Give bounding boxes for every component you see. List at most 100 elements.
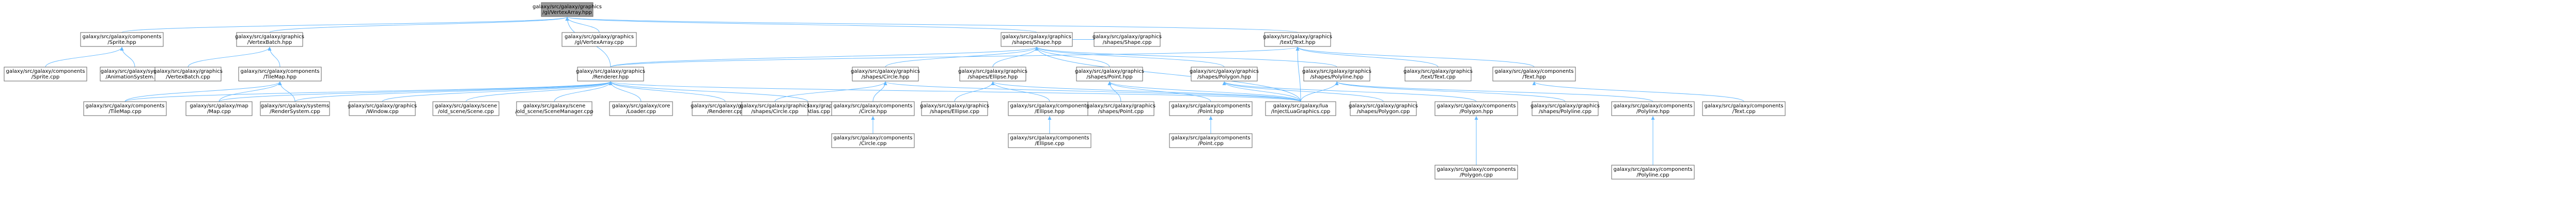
- graph-node-shape-hpp[interactable]: galaxy/src/galaxy/graphics/shapes/Shape.…: [1001, 32, 1073, 47]
- graph-node-comp-ellipse-hpp[interactable]: galaxy/src/galaxy/components/Ellipse.hpp: [1008, 101, 1091, 116]
- graph-node-map-cpp[interactable]: galaxy/src/galaxy/map/Map.cpp: [185, 101, 253, 116]
- edge-point-hpp-to-shape-hpp: [1035, 46, 1110, 68]
- graph-node-polygon-hpp[interactable]: galaxy/src/galaxy/graphics/shapes/Polygo…: [1190, 67, 1259, 82]
- graph-node-polyline-cpp-g[interactable]: galaxy/src/galaxy/graphics/shapes/Polyli…: [1531, 101, 1600, 116]
- node-box[interactable]: [1611, 101, 1695, 116]
- graph-node-renderer-hpp[interactable]: galaxy/src/galaxy/graphics/Renderer.hpp: [576, 67, 645, 82]
- node-box[interactable]: [1303, 67, 1370, 82]
- node-box[interactable]: [577, 67, 644, 82]
- node-box[interactable]: [1191, 67, 1258, 82]
- graph-node-circle-hpp[interactable]: galaxy/src/galaxy/graphics/shapes/Circle…: [851, 67, 920, 82]
- node-label-line: /Polygon.hpp: [1460, 109, 1493, 115]
- graph-node-text-hpp[interactable]: galaxy/src/galaxy/graphics/text/Text.hpp: [1263, 32, 1332, 47]
- edge-polyline-cpp-g-to-polyline-hpp: [1335, 81, 1566, 102]
- node-box[interactable]: [1350, 101, 1417, 116]
- graph-node-comp-circle-hpp[interactable]: galaxy/src/galaxy/components/Circle.hpp: [831, 101, 915, 116]
- node-box[interactable]: [236, 32, 303, 47]
- edge-tilemap-cpp-to-tilemap-hpp: [124, 81, 282, 102]
- graph-node-ellipse-hpp[interactable]: galaxy/src/galaxy/graphics/shapes/Ellips…: [958, 67, 1027, 82]
- node-box[interactable]: [432, 101, 499, 116]
- node-box[interactable]: [1169, 101, 1253, 116]
- node-box[interactable]: [831, 101, 915, 116]
- graph-node-comp-polygon-hpp[interactable]: galaxy/src/galaxy/components/Polygon.hpp: [1434, 101, 1518, 116]
- graph-node-window-cpp[interactable]: galaxy/src/galaxy/graphics/Window.cpp: [348, 101, 417, 116]
- node-label-line: /shapes/Ellipse.cpp: [930, 109, 979, 115]
- node-box[interactable]: [541, 2, 594, 17]
- node-box[interactable]: [349, 101, 416, 116]
- node-box[interactable]: [238, 67, 322, 82]
- graph-node-ellipse-cpp-g[interactable]: galaxy/src/galaxy/graphics/shapes/Ellips…: [920, 101, 989, 116]
- node-box[interactable]: [1611, 165, 1695, 180]
- graph-node-loader-cpp[interactable]: galaxy/src/galaxy/core/Loader.cpp: [609, 101, 673, 116]
- graph-node-comp-point-hpp[interactable]: galaxy/src/galaxy/components/Point.hpp: [1169, 101, 1253, 116]
- node-label-line: /old_scene/Scene.cpp: [438, 109, 494, 115]
- node-box[interactable]: [852, 67, 919, 82]
- node-label-line: /Renderer.cpp: [707, 109, 743, 115]
- node-box[interactable]: [185, 101, 253, 116]
- node-label-line: /Sprite.hpp: [107, 40, 136, 45]
- node-box[interactable]: [1404, 67, 1472, 82]
- node-box[interactable]: [1169, 133, 1253, 148]
- node-box[interactable]: [516, 101, 592, 116]
- graph-node-shape-cpp[interactable]: galaxy/src/galaxy/graphics/shapes/Shape.…: [1092, 32, 1162, 47]
- node-box[interactable]: [1094, 32, 1161, 47]
- graph-node-comp-circle-cpp[interactable]: galaxy/src/galaxy/components/Circle.cpp: [831, 133, 915, 148]
- node-box[interactable]: [1001, 32, 1073, 47]
- graph-node-circle-cpp-g[interactable]: galaxy/src/galaxy/graphics/shapes/Circle…: [740, 101, 809, 116]
- node-box[interactable]: [561, 32, 637, 47]
- graph-node-luagraphics-cpp[interactable]: galaxy/src/galaxy/lua/InjectLuaGraphics.…: [1265, 101, 1336, 116]
- node-box[interactable]: [959, 67, 1026, 82]
- graph-node-comp-polyline-cpp[interactable]: galaxy/src/galaxy/components/Polyline.cp…: [1611, 165, 1695, 180]
- node-label-line: galaxy/src/galaxy/graphics: [533, 4, 602, 10]
- graph-node-point-hpp[interactable]: galaxy/src/galaxy/graphics/shapes/Point.…: [1075, 67, 1144, 82]
- graph-node-polyline-hpp[interactable]: galaxy/src/galaxy/graphics/shapes/Polyli…: [1302, 67, 1371, 82]
- node-label-line: galaxy/src/galaxy/graphics: [1302, 69, 1371, 74]
- graph-node-comp-text-cpp[interactable]: galaxy/src/galaxy/components/Text.cpp: [1702, 101, 1786, 116]
- node-box[interactable]: [1087, 101, 1154, 116]
- graph-node-sprite-hpp[interactable]: galaxy/src/galaxy/components/Sprite.hpp: [80, 32, 164, 47]
- node-box[interactable]: [4, 67, 87, 82]
- graph-node-point-cpp-g[interactable]: galaxy/src/galaxy/graphics/shapes/Point.…: [1086, 101, 1156, 116]
- node-box[interactable]: [1434, 165, 1518, 180]
- node-box[interactable]: [831, 133, 915, 148]
- node-box[interactable]: [80, 32, 164, 47]
- node-box[interactable]: [741, 101, 808, 116]
- node-box[interactable]: [1008, 133, 1091, 148]
- graph-node-scene-cpp[interactable]: galaxy/src/galaxy/scene/old_scene/Scene.…: [432, 101, 499, 116]
- node-box[interactable]: [1076, 67, 1143, 82]
- node-label-line: galaxy/src/galaxy/graphics: [851, 69, 920, 74]
- graph-node-sprite-cpp[interactable]: galaxy/src/galaxy/components/Sprite.cpp: [4, 67, 87, 82]
- node-box[interactable]: [260, 101, 330, 116]
- graph-node-vertexbatch-cpp[interactable]: galaxy/src/galaxy/graphics/VertexBatch.c…: [153, 67, 223, 82]
- node-box[interactable]: [1702, 101, 1786, 116]
- node-box[interactable]: [1532, 101, 1599, 116]
- node-box[interactable]: [1434, 101, 1518, 116]
- graph-node-comp-point-cpp[interactable]: galaxy/src/galaxy/components/Point.cpp: [1169, 133, 1253, 148]
- node-label-line: /Ellipse.cpp: [1035, 141, 1064, 147]
- graph-node-root[interactable]: galaxy/src/galaxy/graphics/gl/VertexArra…: [533, 2, 602, 17]
- graph-node-rendersystem-cpp[interactable]: galaxy/src/galaxy/systems/RenderSystem.c…: [260, 101, 330, 116]
- node-label-line: /VertexBatch.cpp: [166, 74, 210, 80]
- node-box[interactable]: [921, 101, 988, 116]
- node-box[interactable]: [154, 67, 222, 82]
- graph-node-tilemap-cpp[interactable]: galaxy/src/galaxy/components/TileMap.cpp: [83, 101, 167, 116]
- graph-node-comp-polygon-cpp[interactable]: galaxy/src/galaxy/components/Polygon.cpp: [1434, 165, 1518, 180]
- node-box[interactable]: [83, 101, 167, 116]
- node-label-line: /Sprite.cpp: [32, 74, 59, 80]
- node-box[interactable]: [1492, 67, 1576, 82]
- graph-node-comp-ellipse-cpp[interactable]: galaxy/src/galaxy/components/Ellipse.cpp: [1008, 133, 1091, 148]
- graph-node-scenemanager-cpp[interactable]: galaxy/src/galaxy/scene/old_scene/SceneM…: [515, 101, 594, 116]
- node-box[interactable]: [1265, 101, 1336, 116]
- node-box[interactable]: [1264, 32, 1331, 47]
- graph-node-text-cpp-g[interactable]: galaxy/src/galaxy/graphics/text/Text.cpp: [1403, 67, 1473, 82]
- graph-node-vertexarray-cpp[interactable]: galaxy/src/galaxy/graphics/gl/VertexArra…: [561, 32, 637, 47]
- graph-node-polygon-cpp-g[interactable]: galaxy/src/galaxy/graphics/shapes/Polygo…: [1349, 101, 1418, 116]
- edge-textureatlas-cpp-to-renderer-hpp: [608, 81, 808, 102]
- graph-node-comp-text-hpp[interactable]: galaxy/src/galaxy/components/Text.hpp: [1492, 67, 1576, 82]
- graph-node-tilemap-hpp[interactable]: galaxy/src/galaxy/components/TileMap.hpp: [238, 67, 322, 82]
- node-box[interactable]: [609, 101, 673, 116]
- graph-node-comp-polyline-hpp[interactable]: galaxy/src/galaxy/components/Polyline.hp…: [1611, 101, 1695, 116]
- edge-sprite-cpp-to-sprite-hpp: [45, 46, 124, 68]
- graph-node-vertexbatch-hpp[interactable]: galaxy/src/galaxy/graphics/VertexBatch.h…: [235, 32, 304, 47]
- edge-window-cpp-to-renderer-hpp: [382, 81, 613, 102]
